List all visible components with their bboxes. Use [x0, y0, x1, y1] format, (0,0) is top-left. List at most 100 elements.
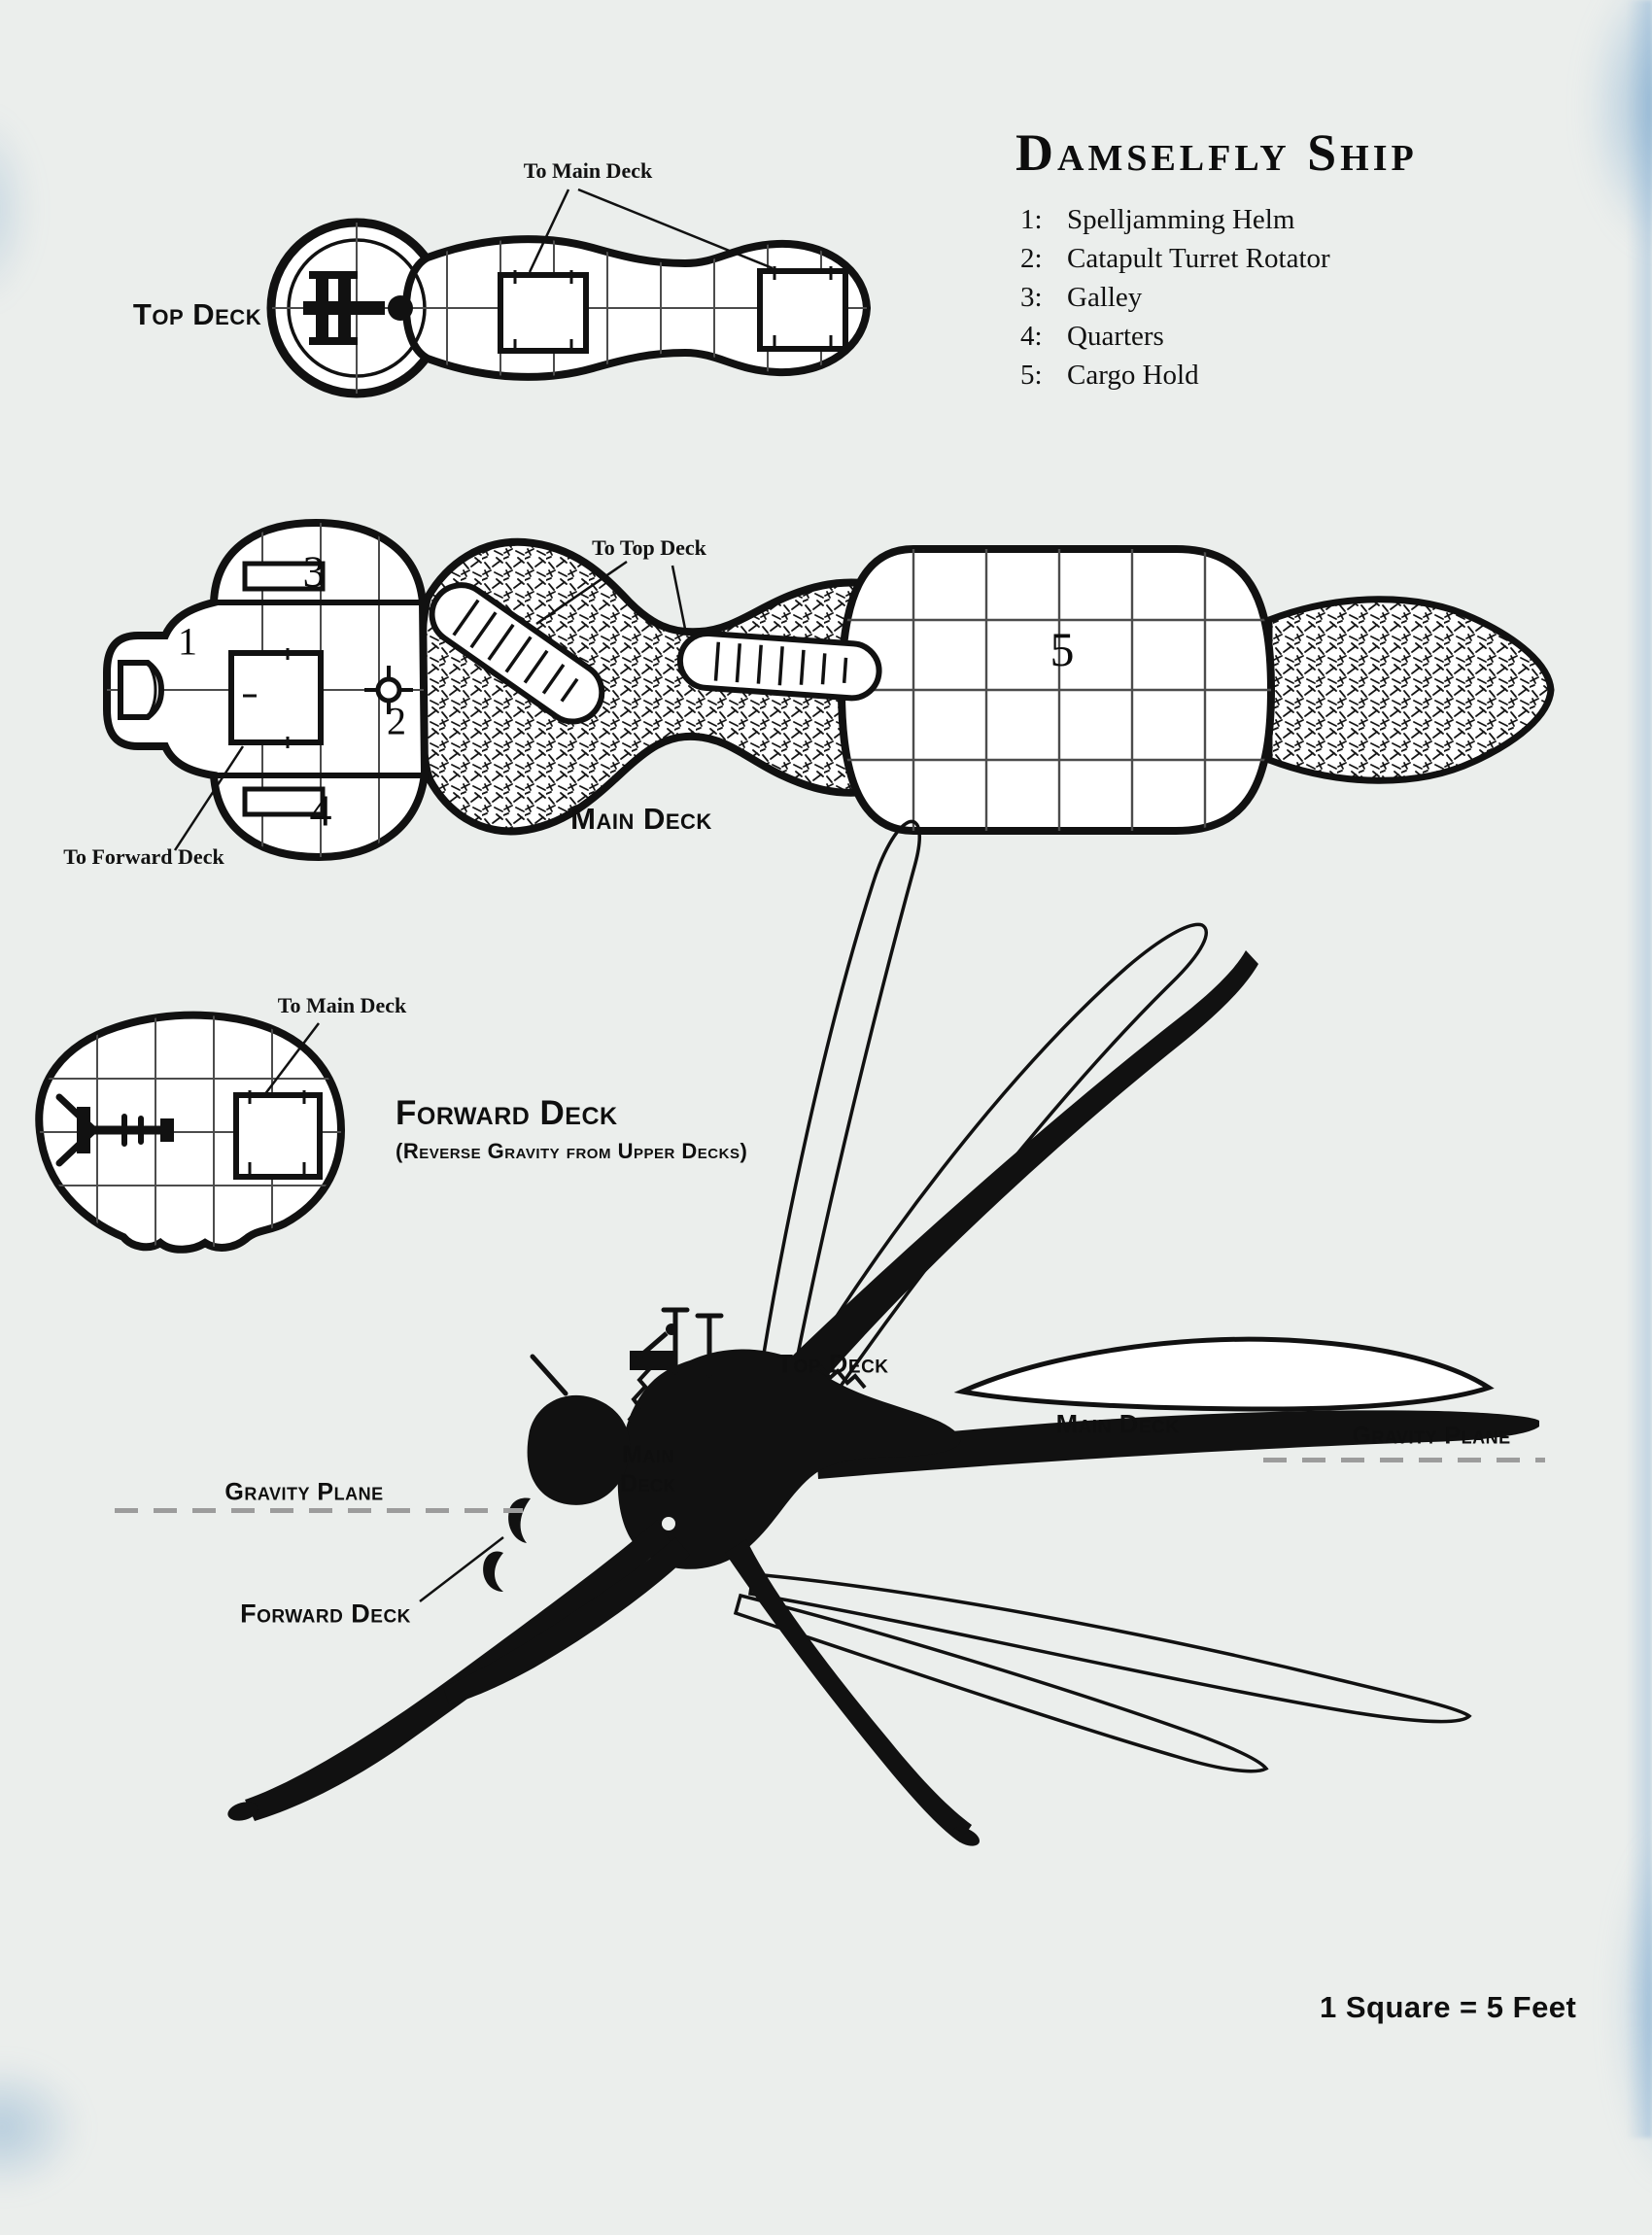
annotation-to-top-deck: To Top Deck	[592, 535, 706, 560]
room-number-quarters: 4	[309, 785, 332, 836]
hatch-ladder-marks	[248, 1090, 306, 1176]
room-number-galley: 3	[302, 546, 326, 597]
main-deck-hull-side	[953, 1336, 1495, 1412]
interior-ladder	[664, 1376, 677, 1496]
wing-root-hatched-area	[416, 537, 870, 836]
leg-aft-foot	[951, 1827, 981, 1846]
forward-deck-plan	[35, 1011, 346, 1254]
mandible	[508, 1497, 531, 1543]
ballista-stock	[160, 1118, 174, 1142]
legend-item-label: Quarters	[1067, 320, 1164, 352]
side-catapult-arm	[636, 1331, 669, 1360]
hatch-to-main-deck-aft	[757, 268, 848, 352]
quarters-bunk	[242, 786, 326, 817]
legend-item-label: Catapult Turret Rotator	[1067, 242, 1330, 274]
room-number-helm: 1	[178, 619, 197, 664]
legend-item-number: 5:	[1020, 359, 1043, 391]
legend-item: 4: Quarters	[1020, 317, 1330, 356]
damselfly-side-view	[227, 819, 1539, 1846]
annotation-to-main-deck-top: To Main Deck	[523, 158, 653, 183]
forward-deck-note: (Reverse Gravity from Upper Decks)	[396, 1139, 748, 1163]
side-catapult-ball	[666, 1324, 677, 1335]
legend-item-number: 1:	[1020, 203, 1043, 235]
top-deck-plan	[266, 188, 872, 398]
gravity-plane-right-label: Gravity Plane	[1352, 1422, 1511, 1450]
lower-wing-short	[733, 1593, 1269, 1773]
annotation-line	[528, 189, 570, 273]
gravity-plane-left-label: Gravity Plane	[224, 1478, 384, 1506]
side-catapult-icon	[630, 1351, 674, 1370]
wing-spar	[748, 950, 1258, 1427]
galley-table	[242, 561, 326, 592]
tail-hatched-area	[1265, 596, 1555, 784]
rotator-cross-marks	[364, 666, 413, 714]
top-deck-label: Top Deck	[132, 297, 262, 331]
ballista-mount	[77, 1107, 90, 1153]
legend-item: 2: Catapult Turret Rotator	[1020, 239, 1330, 278]
main-deck-plan	[103, 518, 1555, 862]
annotation-to-forward-deck: To Forward Deck	[63, 844, 224, 869]
legend-item: 3: Galley	[1020, 278, 1330, 317]
porthole	[662, 1517, 675, 1530]
helm-hatch-marks	[243, 648, 290, 748]
ladder-to-top-deck-aft	[676, 630, 882, 702]
side-top-deck-label: Top Deck	[776, 1349, 889, 1379]
leg-aft	[725, 1539, 972, 1842]
helm-hatch	[228, 650, 324, 745]
legend-item-number: 3:	[1020, 281, 1043, 313]
thorax-hull	[617, 1349, 961, 1569]
top-deck-catapult-icon	[303, 271, 413, 345]
annotation-to-main-deck-forward: To Main Deck	[277, 993, 407, 1017]
room-number-catapult: 2	[387, 699, 406, 743]
hull-serration-forward	[627, 1365, 653, 1423]
hatch-ladder-marks	[773, 266, 833, 349]
annotation-line	[263, 1022, 320, 1096]
watercolor-wash-right-mid	[1574, 1118, 1652, 1662]
legend-item: 1: Spelljamming Helm	[1020, 200, 1330, 239]
annotation-line	[577, 188, 774, 270]
legend-item-label: Cargo Hold	[1067, 359, 1199, 391]
main-deck-label: Main Deck	[570, 802, 712, 836]
helm-seat-inner-line	[146, 662, 157, 718]
annotation-line	[173, 745, 245, 851]
forward-deck-hook	[483, 1551, 503, 1592]
side-main-deck-left-line2: Deck	[619, 1470, 677, 1497]
gravity-plane-left-line	[115, 1508, 523, 1513]
room-partition-walls	[214, 600, 425, 778]
side-main-deck-left-line1: Main	[622, 1441, 674, 1468]
leg-forward-foot	[227, 1802, 258, 1821]
head	[527, 1394, 631, 1505]
hull-serration-aft	[818, 1364, 867, 1390]
watercolor-wash-bottom-left	[0, 1963, 204, 2216]
legend-item: 5: Cargo Hold	[1020, 356, 1330, 395]
lower-wing-long	[748, 1572, 1472, 1724]
top-deck-mast	[661, 1307, 724, 1378]
ladder-to-top-deck-forward	[429, 582, 605, 725]
side-main-deck-left-label: Main Deck	[620, 1440, 676, 1498]
hatch-ladder-marks	[513, 270, 573, 353]
upper-wing-steep	[756, 819, 921, 1402]
room-number-cargo: 5	[1050, 622, 1075, 676]
annotation-line	[671, 565, 688, 635]
watercolor-wash-right-edge	[1627, 0, 1652, 2138]
side-forward-deck-label: Forward Deck	[240, 1599, 411, 1629]
legend-item-label: Spelljamming Helm	[1067, 203, 1295, 235]
abdomen-tail	[816, 1410, 1539, 1479]
hatch-to-main-deck-forward	[498, 272, 589, 354]
watercolor-wash-top-left	[0, 78, 146, 369]
page-title: Damselfly Ship	[1015, 123, 1418, 182]
gravity-plane-right-line	[1263, 1458, 1545, 1462]
annotation-line	[535, 560, 628, 626]
leg-middle	[443, 1537, 690, 1704]
scale-note: 1 Square = 5 Feet	[1320, 1990, 1577, 2024]
leg-forward	[245, 1520, 671, 1821]
legend-item-number: 2:	[1020, 242, 1043, 274]
legend-item-label: Galley	[1067, 281, 1143, 313]
forward-deck-label: Forward Deck	[396, 1094, 618, 1132]
annotation-line	[419, 1536, 504, 1602]
legend: 1: Spelljamming Helm 2: Catapult Turret …	[1020, 200, 1330, 395]
cargo-hold-grid	[842, 549, 1271, 831]
antenna	[530, 1354, 568, 1396]
side-main-deck-right-label: Main Deck	[1055, 1409, 1180, 1439]
